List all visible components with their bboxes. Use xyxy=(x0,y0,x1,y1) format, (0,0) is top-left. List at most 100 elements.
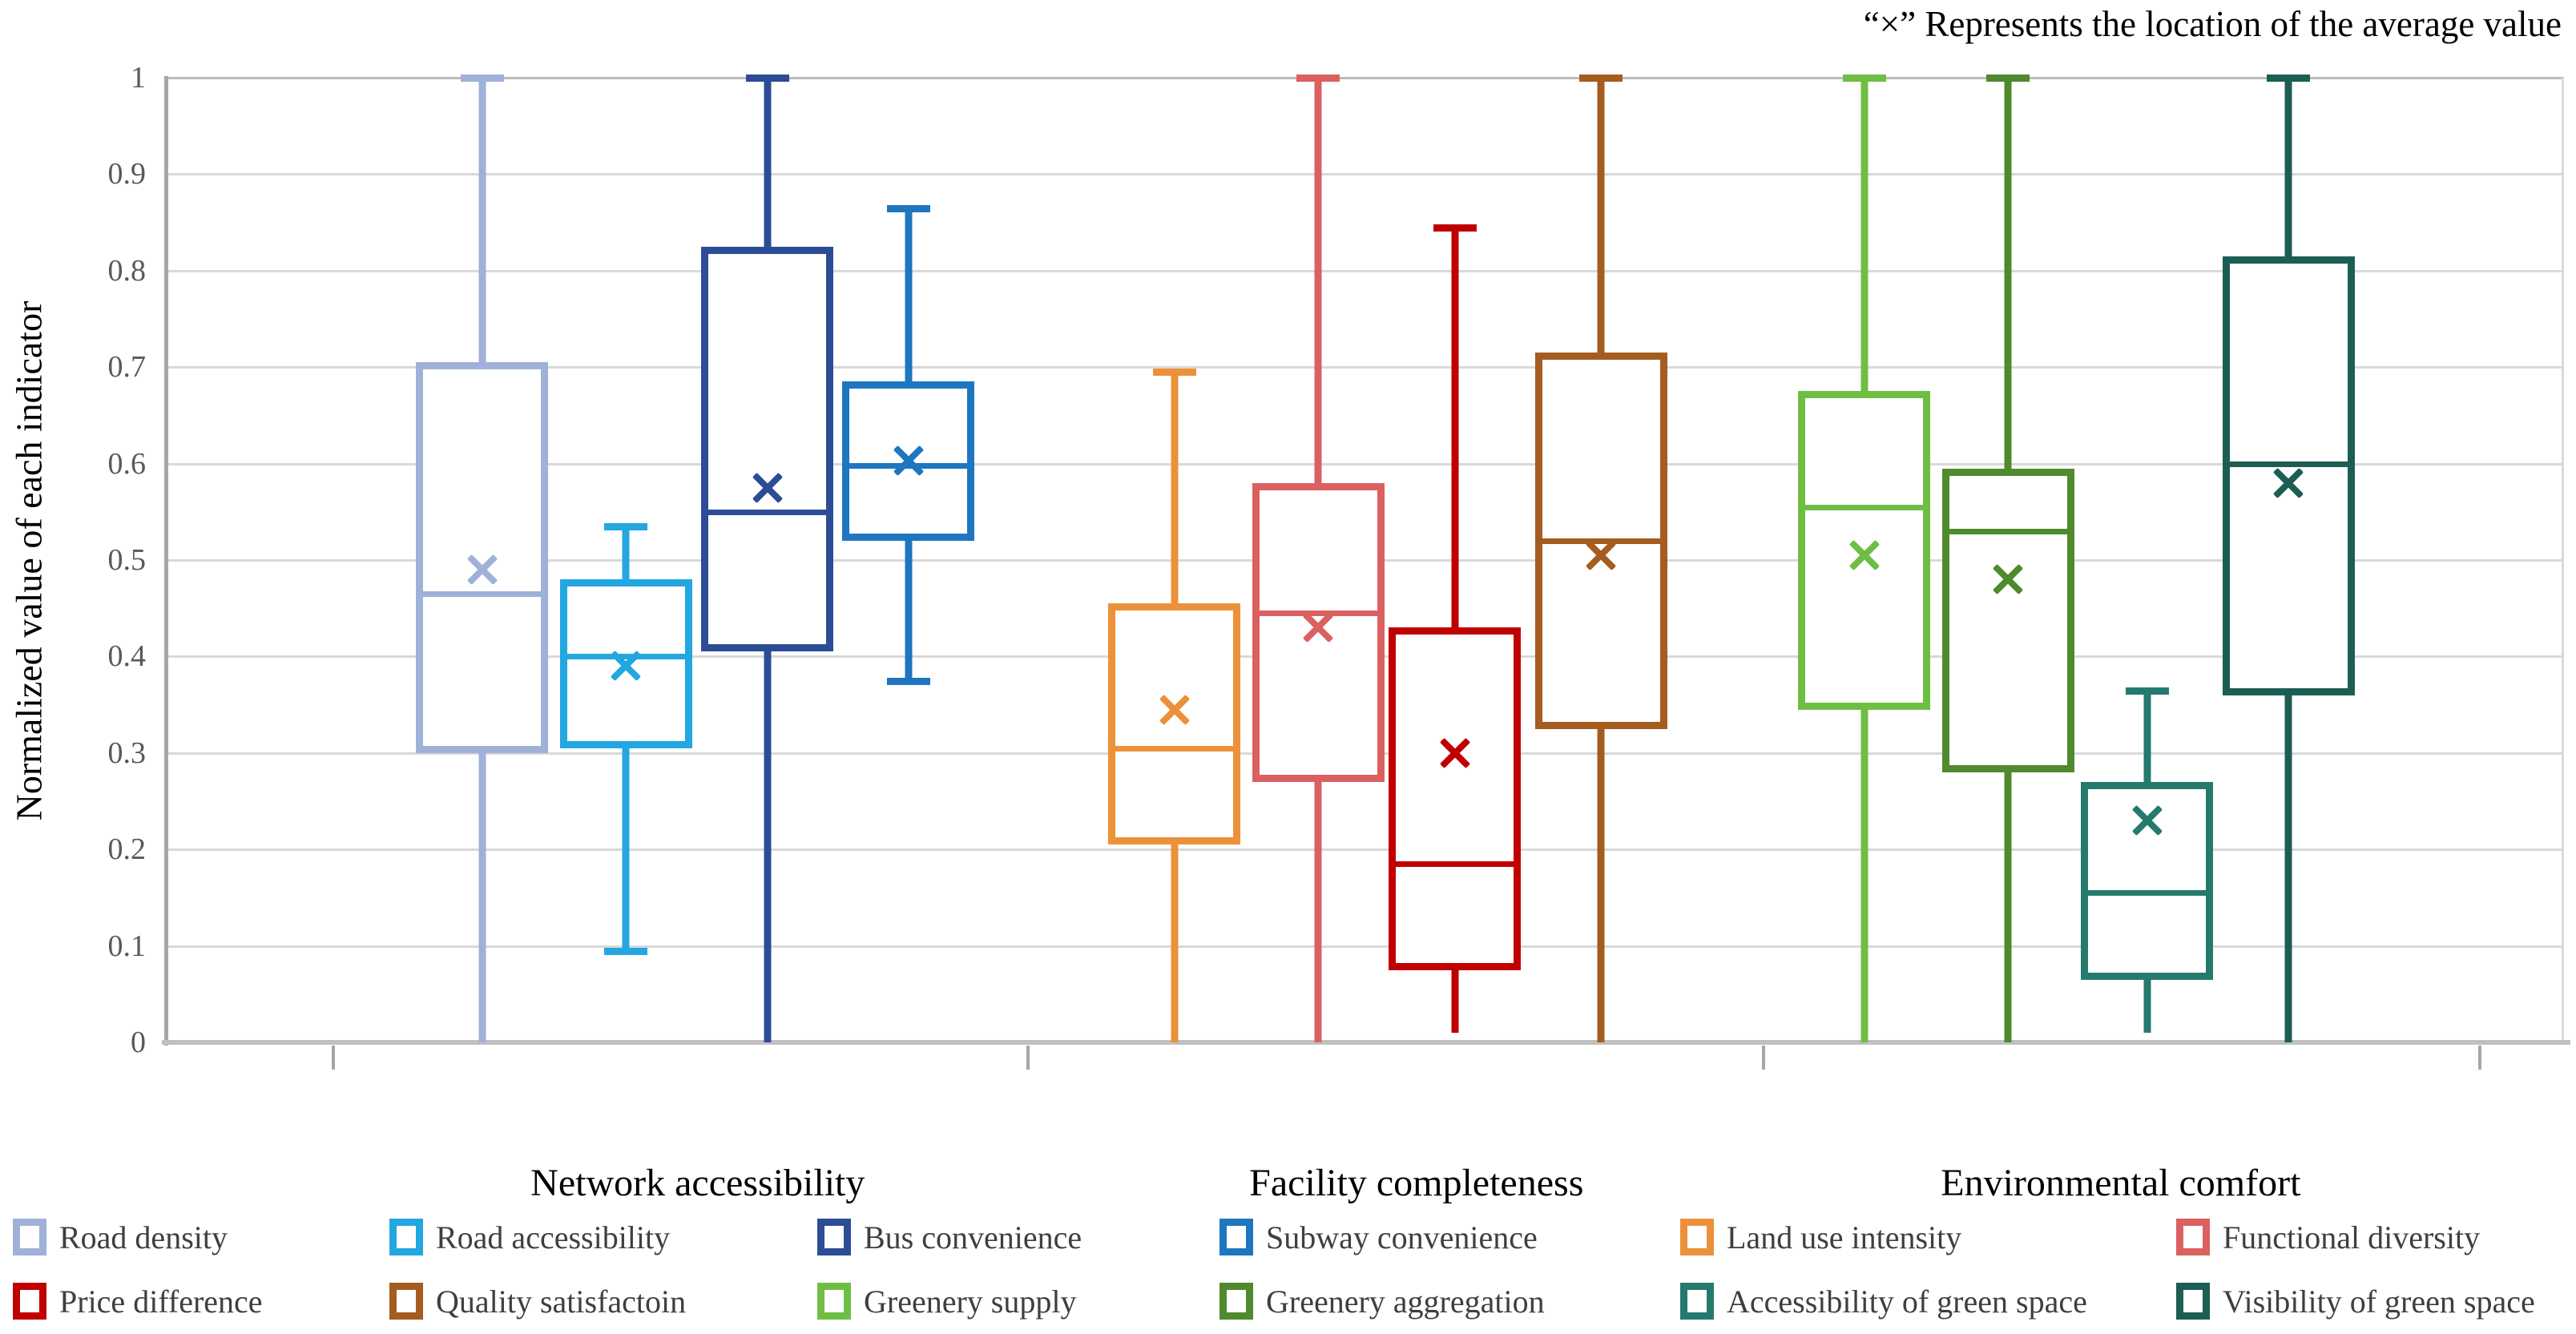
legend-item-road-accessibility: Road accessibility xyxy=(389,1216,670,1258)
whisker-lower-price-difference xyxy=(1451,969,1459,1033)
legend-label-greenery-supply: Greenery supply xyxy=(864,1283,1077,1320)
median-line-functional-diversity xyxy=(1259,611,1377,617)
whisker-cap-max-road-density xyxy=(460,75,504,82)
mean-marker-greenery-aggregation xyxy=(1989,561,2026,598)
y-axis-line xyxy=(164,76,168,1046)
legend-swatch-functional-diversity xyxy=(2176,1219,2210,1255)
whisker-upper-road-accessibility xyxy=(622,526,630,580)
y-tick-label-0.4: 0.4 xyxy=(107,639,147,674)
whisker-cap-min-subway-convenience xyxy=(886,677,930,685)
legend-swatch-bus-convenience xyxy=(817,1219,851,1255)
whisker-upper-accessibility-of-green-space xyxy=(2143,690,2151,782)
x-axis-tick-2 xyxy=(1762,1046,1766,1070)
whisker-cap-max-land-use-intensity xyxy=(1152,369,1196,377)
mean-marker-subway-convenience xyxy=(890,442,927,479)
whisker-lower-greenery-supply xyxy=(1860,709,1869,1042)
mean-marker-visibility-of-green-space xyxy=(2270,465,2307,502)
chart-note: “×” Represents the location of the avera… xyxy=(1863,4,2562,44)
legend-item-subway-convenience: Subway convenience xyxy=(1219,1216,1538,1258)
x-axis-line xyxy=(162,1040,2570,1045)
gridline-0.8 xyxy=(168,269,2564,272)
whisker-cap-min-road-accessibility xyxy=(604,947,648,955)
x-axis-tick-1 xyxy=(1026,1046,1030,1070)
mean-marker-road-accessibility xyxy=(607,647,644,684)
whisker-upper-land-use-intensity xyxy=(1171,372,1179,604)
legend-item-road-density: Road density xyxy=(13,1216,228,1258)
mean-marker-bus-convenience xyxy=(749,470,786,506)
legend-swatch-quality-satisfactoin xyxy=(389,1283,423,1320)
whisker-cap-max-subway-convenience xyxy=(886,204,930,212)
y-tick-label-0.6: 0.6 xyxy=(107,446,147,481)
legend-label-accessibility-of-green-space: Accessibility of green space xyxy=(1727,1283,2087,1320)
mean-marker-greenery-supply xyxy=(1846,537,1883,574)
whisker-lower-road-accessibility xyxy=(622,748,630,951)
median-line-road-density xyxy=(423,591,542,598)
whisker-lower-greenery-aggregation xyxy=(2004,772,2012,1042)
whisker-cap-max-functional-diversity xyxy=(1296,75,1340,82)
whisker-upper-functional-diversity xyxy=(1314,78,1322,483)
whisker-lower-bus-convenience xyxy=(764,651,771,1042)
gridline-0.1 xyxy=(168,945,2564,948)
box-greenery-aggregation xyxy=(1941,468,2074,772)
median-line-quality-satisfactoin xyxy=(1542,538,1660,544)
legend-item-greenery-supply: Greenery supply xyxy=(817,1280,1076,1322)
legend-label-subway-convenience: Subway convenience xyxy=(1266,1219,1538,1255)
plot-right-border xyxy=(2562,78,2564,1042)
whisker-cap-max-greenery-aggregation xyxy=(1986,75,2030,82)
category-label-environmental-comfort: Environmental comfort xyxy=(1941,1162,2301,1204)
median-line-greenery-supply xyxy=(1805,504,1924,510)
legend-swatch-road-accessibility xyxy=(389,1219,423,1255)
mean-marker-price-difference xyxy=(1437,735,1473,772)
mean-marker-accessibility-of-green-space xyxy=(2129,802,2166,839)
legend-item-quality-satisfactoin: Quality satisfactoin xyxy=(389,1280,686,1322)
y-tick-label-0.3: 0.3 xyxy=(107,736,147,770)
legend-label-road-density: Road density xyxy=(59,1219,228,1255)
whisker-upper-greenery-aggregation xyxy=(2004,78,2012,469)
whisker-lower-functional-diversity xyxy=(1314,781,1322,1042)
whisker-lower-road-density xyxy=(478,752,486,1042)
median-line-land-use-intensity xyxy=(1115,745,1234,752)
y-tick-label-0.7: 0.7 xyxy=(107,350,147,385)
gridline-0.7 xyxy=(168,366,2564,369)
whisker-upper-greenery-supply xyxy=(1860,78,1869,392)
mean-marker-functional-diversity xyxy=(1300,609,1336,646)
whisker-lower-subway-convenience xyxy=(905,540,913,681)
whisker-upper-visibility-of-green-space xyxy=(2284,78,2292,256)
whisker-cap-max-price-difference xyxy=(1433,224,1477,232)
y-tick-label-0.8: 0.8 xyxy=(107,253,147,288)
legend-label-price-difference: Price difference xyxy=(59,1283,263,1320)
legend-swatch-land-use-intensity xyxy=(1680,1219,1714,1255)
mean-marker-road-density xyxy=(464,551,501,588)
legend-item-visibility-of-green-space: Visibility of green space xyxy=(2176,1280,2535,1322)
legend-item-accessibility-of-green-space: Accessibility of green space xyxy=(1680,1280,2087,1322)
legend-swatch-subway-convenience xyxy=(1219,1219,1253,1255)
box-bus-convenience xyxy=(701,246,833,652)
legend-swatch-greenery-aggregation xyxy=(1219,1283,1253,1320)
legend-label-visibility-of-green-space: Visibility of green space xyxy=(2223,1283,2535,1320)
legend-item-bus-convenience: Bus convenience xyxy=(817,1216,1082,1258)
legend-swatch-greenery-supply xyxy=(817,1283,851,1320)
whisker-upper-bus-convenience xyxy=(764,78,771,247)
box-land-use-intensity xyxy=(1108,603,1241,845)
whisker-cap-max-visibility-of-green-space xyxy=(2267,75,2311,82)
y-tick-label-0.1: 0.1 xyxy=(107,929,147,963)
legend-item-price-difference: Price difference xyxy=(13,1280,263,1322)
median-line-visibility-of-green-space xyxy=(2229,461,2348,467)
x-axis-tick-3 xyxy=(2478,1046,2482,1070)
whisker-lower-land-use-intensity xyxy=(1171,844,1179,1042)
category-label-network-accessibility: Network accessibility xyxy=(530,1162,865,1204)
y-tick-label-0.2: 0.2 xyxy=(107,832,147,867)
gridline-0.2 xyxy=(168,848,2564,852)
y-tick-label-0.5: 0.5 xyxy=(107,543,147,577)
gridline-1 xyxy=(168,77,2564,79)
whisker-upper-road-density xyxy=(478,78,486,363)
y-tick-label-0: 0 xyxy=(131,1026,146,1059)
median-line-accessibility-of-green-space xyxy=(2088,890,2207,897)
y-tick-label-0.9: 0.9 xyxy=(107,157,147,191)
legend-swatch-visibility-of-green-space xyxy=(2176,1283,2210,1320)
box-road-density xyxy=(416,362,549,753)
whisker-cap-max-bus-convenience xyxy=(745,75,789,82)
mean-marker-land-use-intensity xyxy=(1156,691,1193,728)
legend-item-functional-diversity: Functional diversity xyxy=(2176,1216,2480,1258)
y-tick-label-1: 1 xyxy=(131,61,146,95)
